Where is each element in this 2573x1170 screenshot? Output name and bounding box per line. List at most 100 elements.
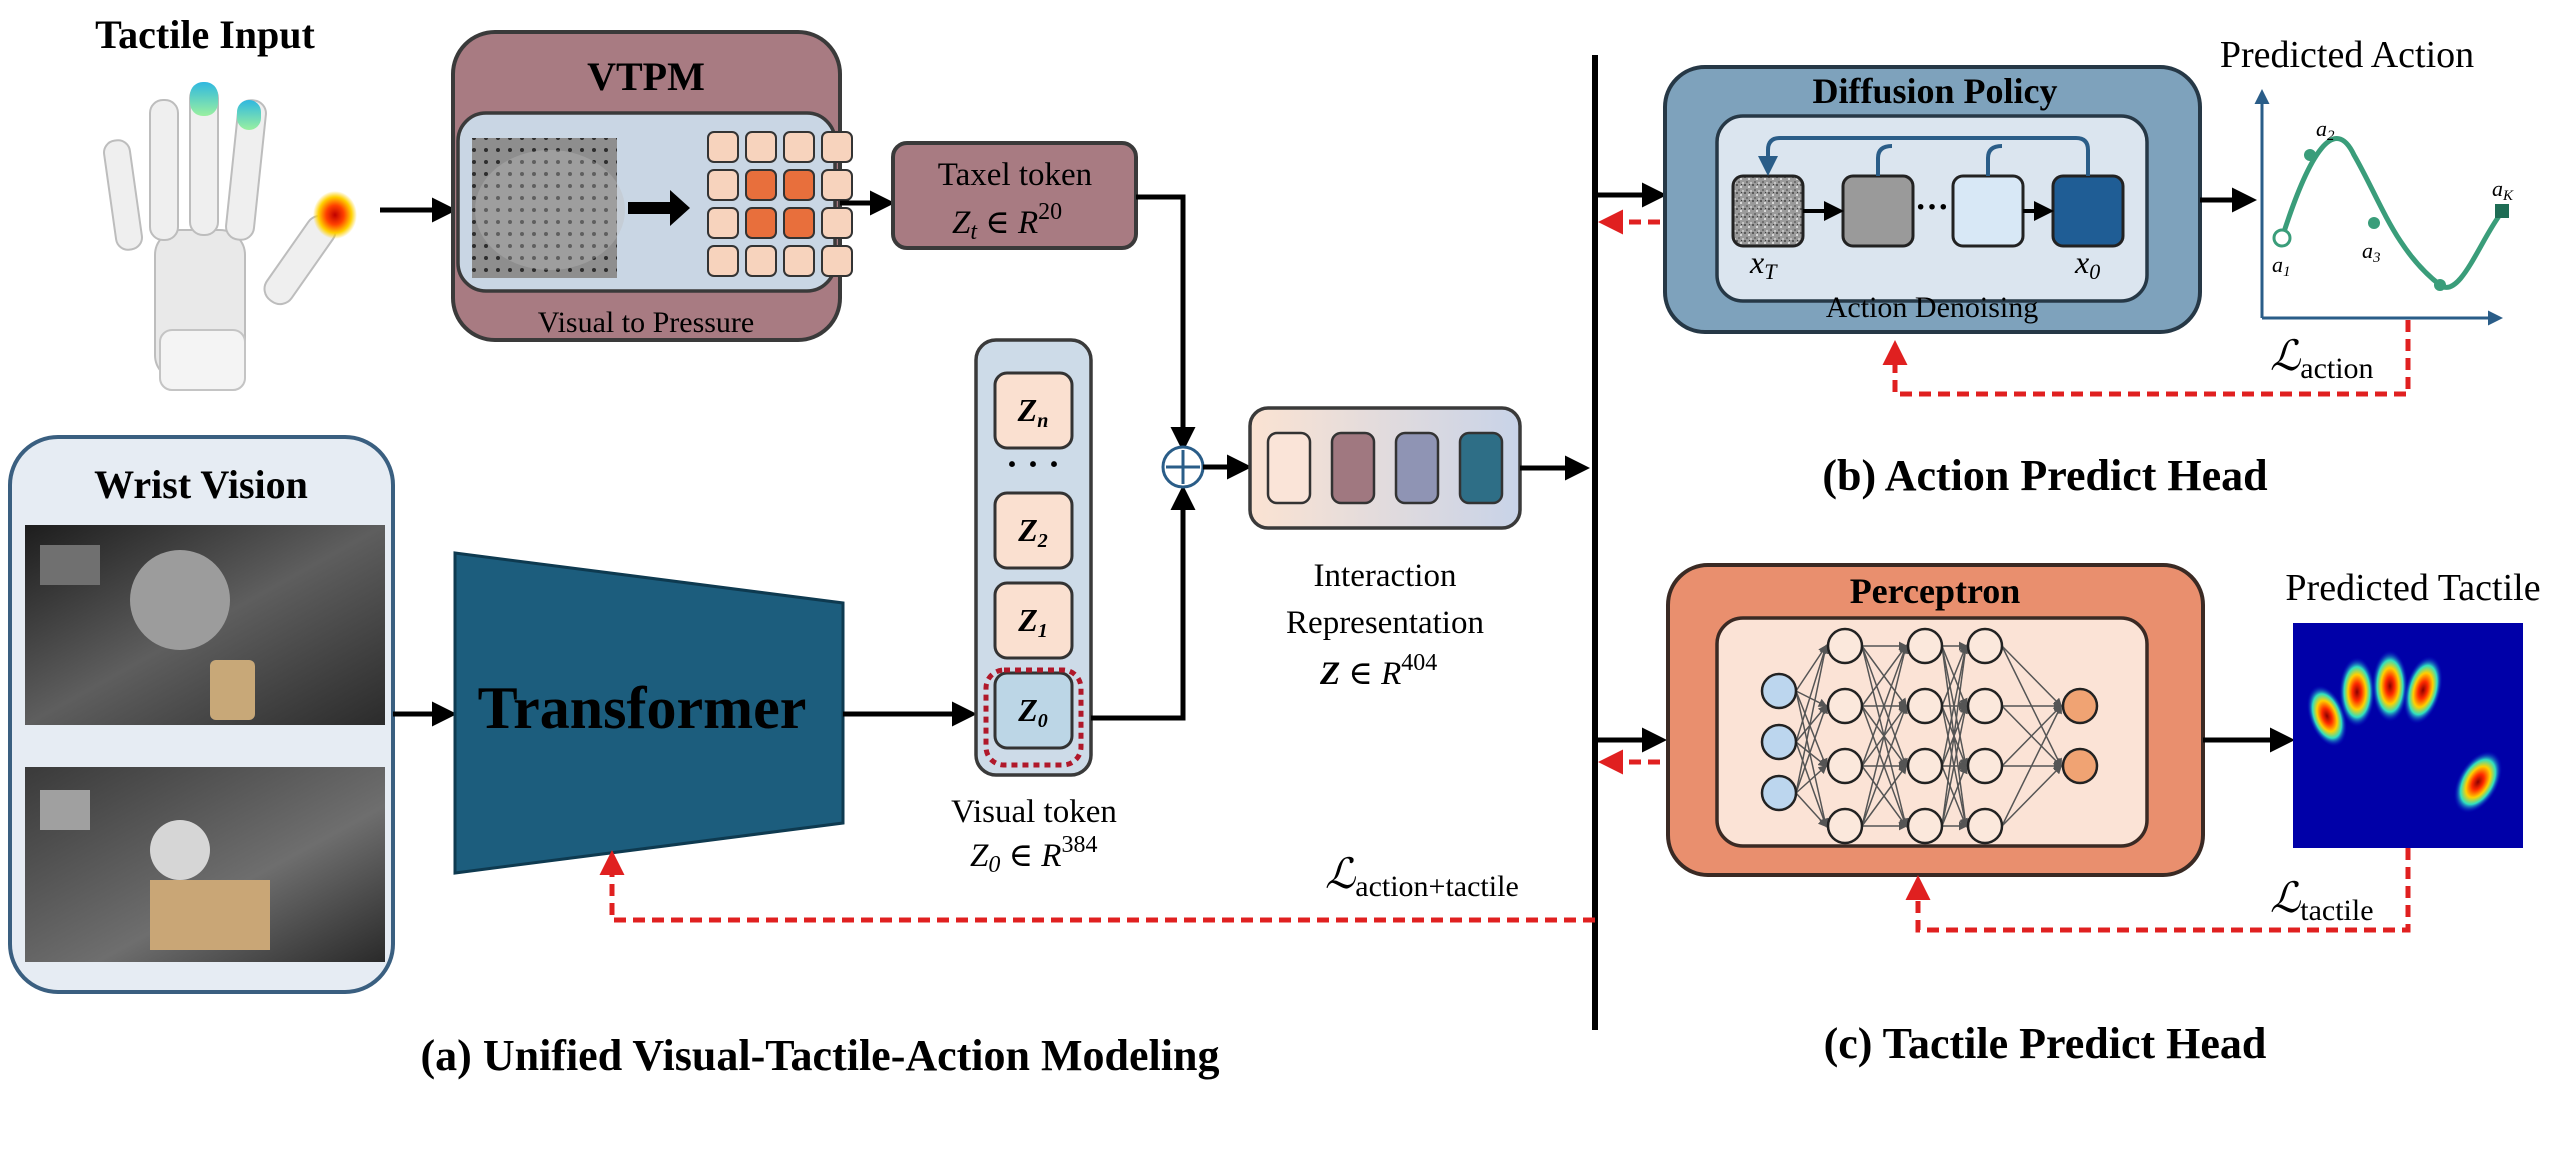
visual-token-caption: Visual token xyxy=(951,794,1117,830)
action-trajectory xyxy=(2279,136,2505,290)
taxel-token-label: Taxel token xyxy=(938,157,1092,193)
neuron xyxy=(1906,807,1944,845)
clean-action-tile xyxy=(2051,174,2125,248)
intermediate-action-tile xyxy=(1841,174,1915,248)
tactile-input-title: Tactile Input xyxy=(95,12,315,57)
denoise-loop-arrow xyxy=(1758,136,2090,176)
diffusion-policy-module: Diffusion Policy ··· xT x0 Action Denois… xyxy=(1663,65,2202,334)
vtpm-module: VTPM Visual to Pressure xyxy=(451,30,853,342)
visual-token-0: Zn xyxy=(993,371,1074,450)
diffusion-dots: ··· xyxy=(1915,189,1949,226)
taxel-pressure-grid xyxy=(707,131,853,277)
gradient-arrow-action-loss xyxy=(1882,320,2411,397)
predicted-action-plot: Predicted Action a1 a2 a3 aK ℒaction xyxy=(2220,34,2514,385)
taxel-cell xyxy=(783,169,815,201)
taxel-cell xyxy=(783,131,815,163)
fusion-plus-icon xyxy=(1161,445,1205,489)
predicted-tactile-heatmap: Predicted Tactile ℒtactile xyxy=(2270,567,2541,927)
neuron xyxy=(1826,807,1864,845)
vtpm-title: VTPM xyxy=(587,54,705,99)
taxel-cell xyxy=(707,131,739,163)
wrist-vision-title: Wrist Vision xyxy=(94,462,308,507)
robot-hand-image xyxy=(103,82,357,391)
tactile-input-panel: Tactile Input xyxy=(95,12,357,391)
interaction-line1: Interaction xyxy=(1314,558,1457,594)
x-0-label: x0 xyxy=(2074,244,2100,284)
predicted-action-title: Predicted Action xyxy=(2220,34,2474,76)
gelsight-image xyxy=(472,138,625,278)
neuron xyxy=(1966,807,2004,845)
taxel-cell xyxy=(821,131,853,163)
visual-token-3: Z0 xyxy=(993,671,1074,750)
network-neurons xyxy=(1760,627,2099,845)
selected-token-outline xyxy=(983,667,1084,768)
taxel-token-box: Taxel token Zt ∈ R20 xyxy=(891,141,1138,250)
taxel-cell xyxy=(821,169,853,201)
arrow-token-to-plus xyxy=(1091,485,1196,721)
taxel-cell xyxy=(707,245,739,277)
arrow-taxel-to-plus xyxy=(1136,194,1196,452)
section-a-label: (a) Unified Visual-Tactile-Action Modeli… xyxy=(421,1031,1220,1080)
diffusion-title: Diffusion Policy xyxy=(1812,71,2057,111)
taxel-cell xyxy=(707,207,739,239)
taxel-cell xyxy=(707,169,739,201)
network-connections xyxy=(1795,641,2063,831)
vtpm-arrow xyxy=(628,190,690,226)
interaction-cell xyxy=(1330,431,1376,505)
neuron xyxy=(2061,687,2099,725)
visual-token-label: Z1 xyxy=(1017,602,1048,642)
visual-token-label: Z2 xyxy=(1017,512,1048,552)
neuron xyxy=(1760,672,1798,710)
visual-token-label: Zn xyxy=(1017,392,1049,432)
neuron xyxy=(2061,747,2099,785)
point-a1: a1 xyxy=(2272,252,2291,280)
visual-token-label: Z0 xyxy=(1017,692,1048,732)
perceptron-module: Perceptron xyxy=(1666,563,2205,877)
neuron xyxy=(1760,774,1798,812)
vtpm-caption: Visual to Pressure xyxy=(538,306,755,339)
taxel-token-formula: Zt ∈ R20 xyxy=(952,199,1062,245)
x-t-label: xT xyxy=(1749,244,1778,284)
section-b-label: (b) Action Predict Head xyxy=(1822,451,2267,500)
wrist-vision-panel: Wrist Vision xyxy=(8,435,395,994)
neuron xyxy=(1906,747,1944,785)
loss-action: ℒaction xyxy=(2270,334,2374,385)
point-a2: a2 xyxy=(2316,116,2335,144)
neuron xyxy=(1826,687,1864,725)
neuron xyxy=(1760,723,1798,761)
neuron xyxy=(1966,747,2004,785)
predicted-tactile-title: Predicted Tactile xyxy=(2285,567,2540,609)
point-ak: aK xyxy=(2492,176,2514,204)
neuron xyxy=(1826,747,1864,785)
taxel-cell xyxy=(745,131,777,163)
transformer-label: Transformer xyxy=(478,675,807,741)
loss-action-tactile: ℒaction+tactile xyxy=(1325,852,1519,903)
neuron xyxy=(1966,627,2004,665)
wrist-camera-image-top xyxy=(25,525,385,725)
taxel-cell xyxy=(745,207,777,239)
interaction-representation: Interaction Representation Z ∈ R404 xyxy=(1248,406,1522,692)
taxel-cell xyxy=(745,245,777,277)
taxel-cell xyxy=(783,207,815,239)
neuron xyxy=(1966,687,2004,725)
loss-tactile: ℒtactile xyxy=(2270,876,2374,927)
gradient-arrow-tactile-loss xyxy=(1905,848,2411,933)
diffusion-caption: Action Denoising xyxy=(1826,291,2038,324)
visual-token-1: Z2 xyxy=(993,491,1074,570)
neuron xyxy=(1826,627,1864,665)
perceptron-title: Perceptron xyxy=(1850,571,2021,611)
gradient-arrow-to-transformer xyxy=(599,850,1595,923)
visual-token-2: Z1 xyxy=(993,581,1074,660)
section-c-label: (c) Tactile Predict Head xyxy=(1824,1019,2267,1068)
near-clean-action-tile xyxy=(1951,174,2025,248)
noisy-action-tile xyxy=(1731,174,1805,248)
interaction-cell xyxy=(1394,431,1440,505)
interaction-cell xyxy=(1458,431,1504,505)
wrist-camera-image-bottom xyxy=(25,767,385,962)
point-a3: a3 xyxy=(2362,238,2381,266)
neuron xyxy=(1906,627,1944,665)
visual-token-ellipsis: · · · xyxy=(1006,444,1060,484)
taxel-cell xyxy=(821,207,853,239)
neuron xyxy=(1906,687,1944,725)
taxel-cell xyxy=(783,245,815,277)
